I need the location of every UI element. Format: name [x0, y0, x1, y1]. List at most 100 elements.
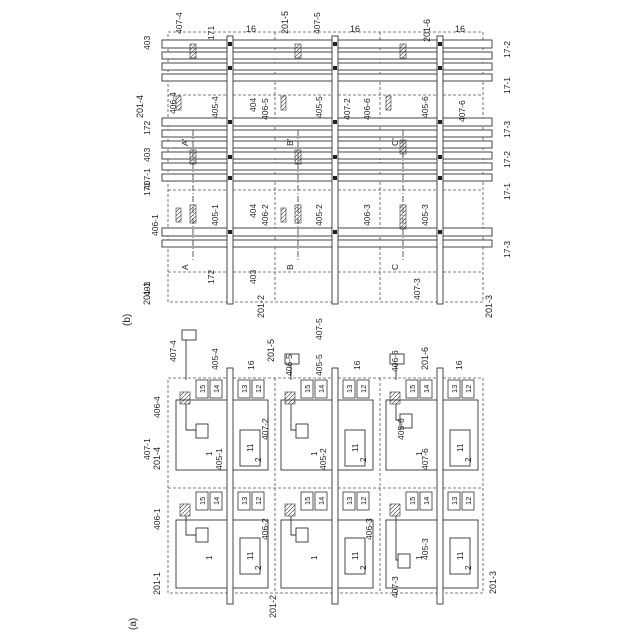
- cell-number-label: 14: [422, 497, 431, 505]
- contact-label: 406-5: [260, 98, 270, 120]
- cell-number-label: 12: [359, 497, 368, 505]
- section-label: C': [390, 138, 400, 146]
- contact-label: 406-1: [152, 508, 162, 530]
- rail-label: 17-3: [502, 121, 512, 138]
- via-label: 407-4: [168, 340, 178, 362]
- element-label: 2: [254, 565, 263, 570]
- contact-label: 406-6: [390, 350, 400, 372]
- contact-label: 406-6: [362, 98, 372, 120]
- section-label: A: [180, 264, 190, 270]
- cell-number-label: 14: [212, 497, 221, 505]
- element-label: 1: [205, 451, 214, 456]
- rail-label: 17-1: [502, 183, 512, 200]
- region-label: 201-4: [135, 95, 145, 118]
- contact-label: 406-1: [150, 214, 160, 236]
- cell-number-label: 15: [198, 497, 207, 505]
- section-label: C: [390, 264, 400, 270]
- element-label: 11: [456, 551, 465, 560]
- wire-label: 405-2: [318, 448, 328, 470]
- element-label: 1: [415, 451, 424, 456]
- via-label: 407-1: [142, 438, 152, 460]
- wire-label: 405-6: [420, 96, 430, 118]
- cell-number-label: 13: [240, 497, 249, 505]
- line-16-label: 16: [350, 24, 360, 34]
- via-label: 407-6: [420, 448, 430, 470]
- cell-number-label: 13: [450, 385, 459, 393]
- wire-label: 405-5: [314, 354, 324, 376]
- wire-label: 405-1: [210, 204, 220, 226]
- element-label: 1: [310, 451, 319, 456]
- cell-number-label: 15: [408, 385, 417, 393]
- element-label: 2: [464, 565, 473, 570]
- element-label: 1: [310, 555, 319, 560]
- wire-label: 405-5: [314, 96, 324, 118]
- panel-a-label: (a): [128, 618, 139, 630]
- label-171: 171: [206, 26, 216, 40]
- rail-label: 17-3: [502, 241, 512, 258]
- region-label: 201-4: [152, 447, 162, 470]
- via-label: 407-2: [260, 418, 270, 440]
- cell-number-label: 12: [464, 385, 473, 393]
- via-label: 407-5: [314, 318, 324, 340]
- element-label: 11: [246, 443, 255, 452]
- panel-b-label: (b): [122, 314, 133, 326]
- line-16-label: 16: [246, 360, 256, 370]
- panel-a: (a): [128, 318, 498, 630]
- rail-label: 403: [142, 36, 152, 50]
- line-16-label: 16: [352, 360, 362, 370]
- label-403: 403: [142, 282, 152, 296]
- line-16-label: 16: [246, 24, 256, 34]
- section-label: B: [285, 264, 295, 270]
- cell-number-label: 15: [408, 497, 417, 505]
- wire-label: 405-4: [210, 96, 220, 118]
- cell-number-label: 13: [450, 497, 459, 505]
- cell-number-label: 13: [345, 385, 354, 393]
- rail-label: 403: [142, 148, 152, 162]
- section-label: A': [180, 138, 190, 146]
- rail-label: 17-1: [502, 77, 512, 94]
- region-label: 201-2: [256, 295, 266, 318]
- via-label: 407-1: [142, 168, 152, 190]
- cell-number-label: 14: [422, 385, 431, 393]
- element-label: 11: [351, 551, 360, 560]
- element-label: 1: [415, 555, 424, 560]
- region-label: 201-1: [152, 572, 162, 595]
- region-label: 201-3: [488, 571, 498, 594]
- line-16-label: 16: [455, 24, 465, 34]
- label-404: 404: [248, 204, 258, 218]
- rail-label: 17-2: [502, 151, 512, 168]
- via-label: 407-3: [412, 278, 422, 300]
- via-label: 407-4: [174, 12, 184, 34]
- element-label: 2: [359, 457, 368, 462]
- label-403: 403: [248, 270, 258, 284]
- via-label: 407-6: [457, 100, 467, 122]
- region-label: 201-5: [280, 11, 290, 34]
- via-label: 407-2: [342, 98, 352, 120]
- region-label: 201-6: [420, 347, 430, 370]
- cell-number-label: 15: [303, 497, 312, 505]
- wire-label: 405-1: [214, 448, 224, 470]
- label-172: 172: [206, 270, 216, 284]
- element-label: 2: [464, 457, 473, 462]
- contact-label: 406-2: [260, 204, 270, 226]
- region-label: 201-5: [266, 339, 276, 362]
- contact-label: 406-5: [284, 354, 294, 376]
- rail-label: 17-2: [502, 41, 512, 58]
- region-label: 201-2: [268, 595, 278, 618]
- contact-label: 406-2: [260, 518, 270, 540]
- wire-label: 405-4: [210, 348, 220, 370]
- via-label: 407-3: [390, 576, 400, 598]
- contact-label: 406-4: [168, 92, 178, 114]
- cell-number-label: 15: [303, 385, 312, 393]
- element-label: 11: [351, 443, 360, 452]
- wire-label: 405-3: [420, 204, 430, 226]
- contact-label: 406-3: [362, 204, 372, 226]
- cell-number-label: 13: [345, 497, 354, 505]
- wire-label: 405-2: [314, 204, 324, 226]
- cell-number-label: 12: [359, 385, 368, 393]
- via-label: 407-5: [312, 12, 322, 34]
- element-label: 11: [246, 551, 255, 560]
- wire-label: 405-6: [396, 418, 406, 440]
- element-label: 2: [359, 565, 368, 570]
